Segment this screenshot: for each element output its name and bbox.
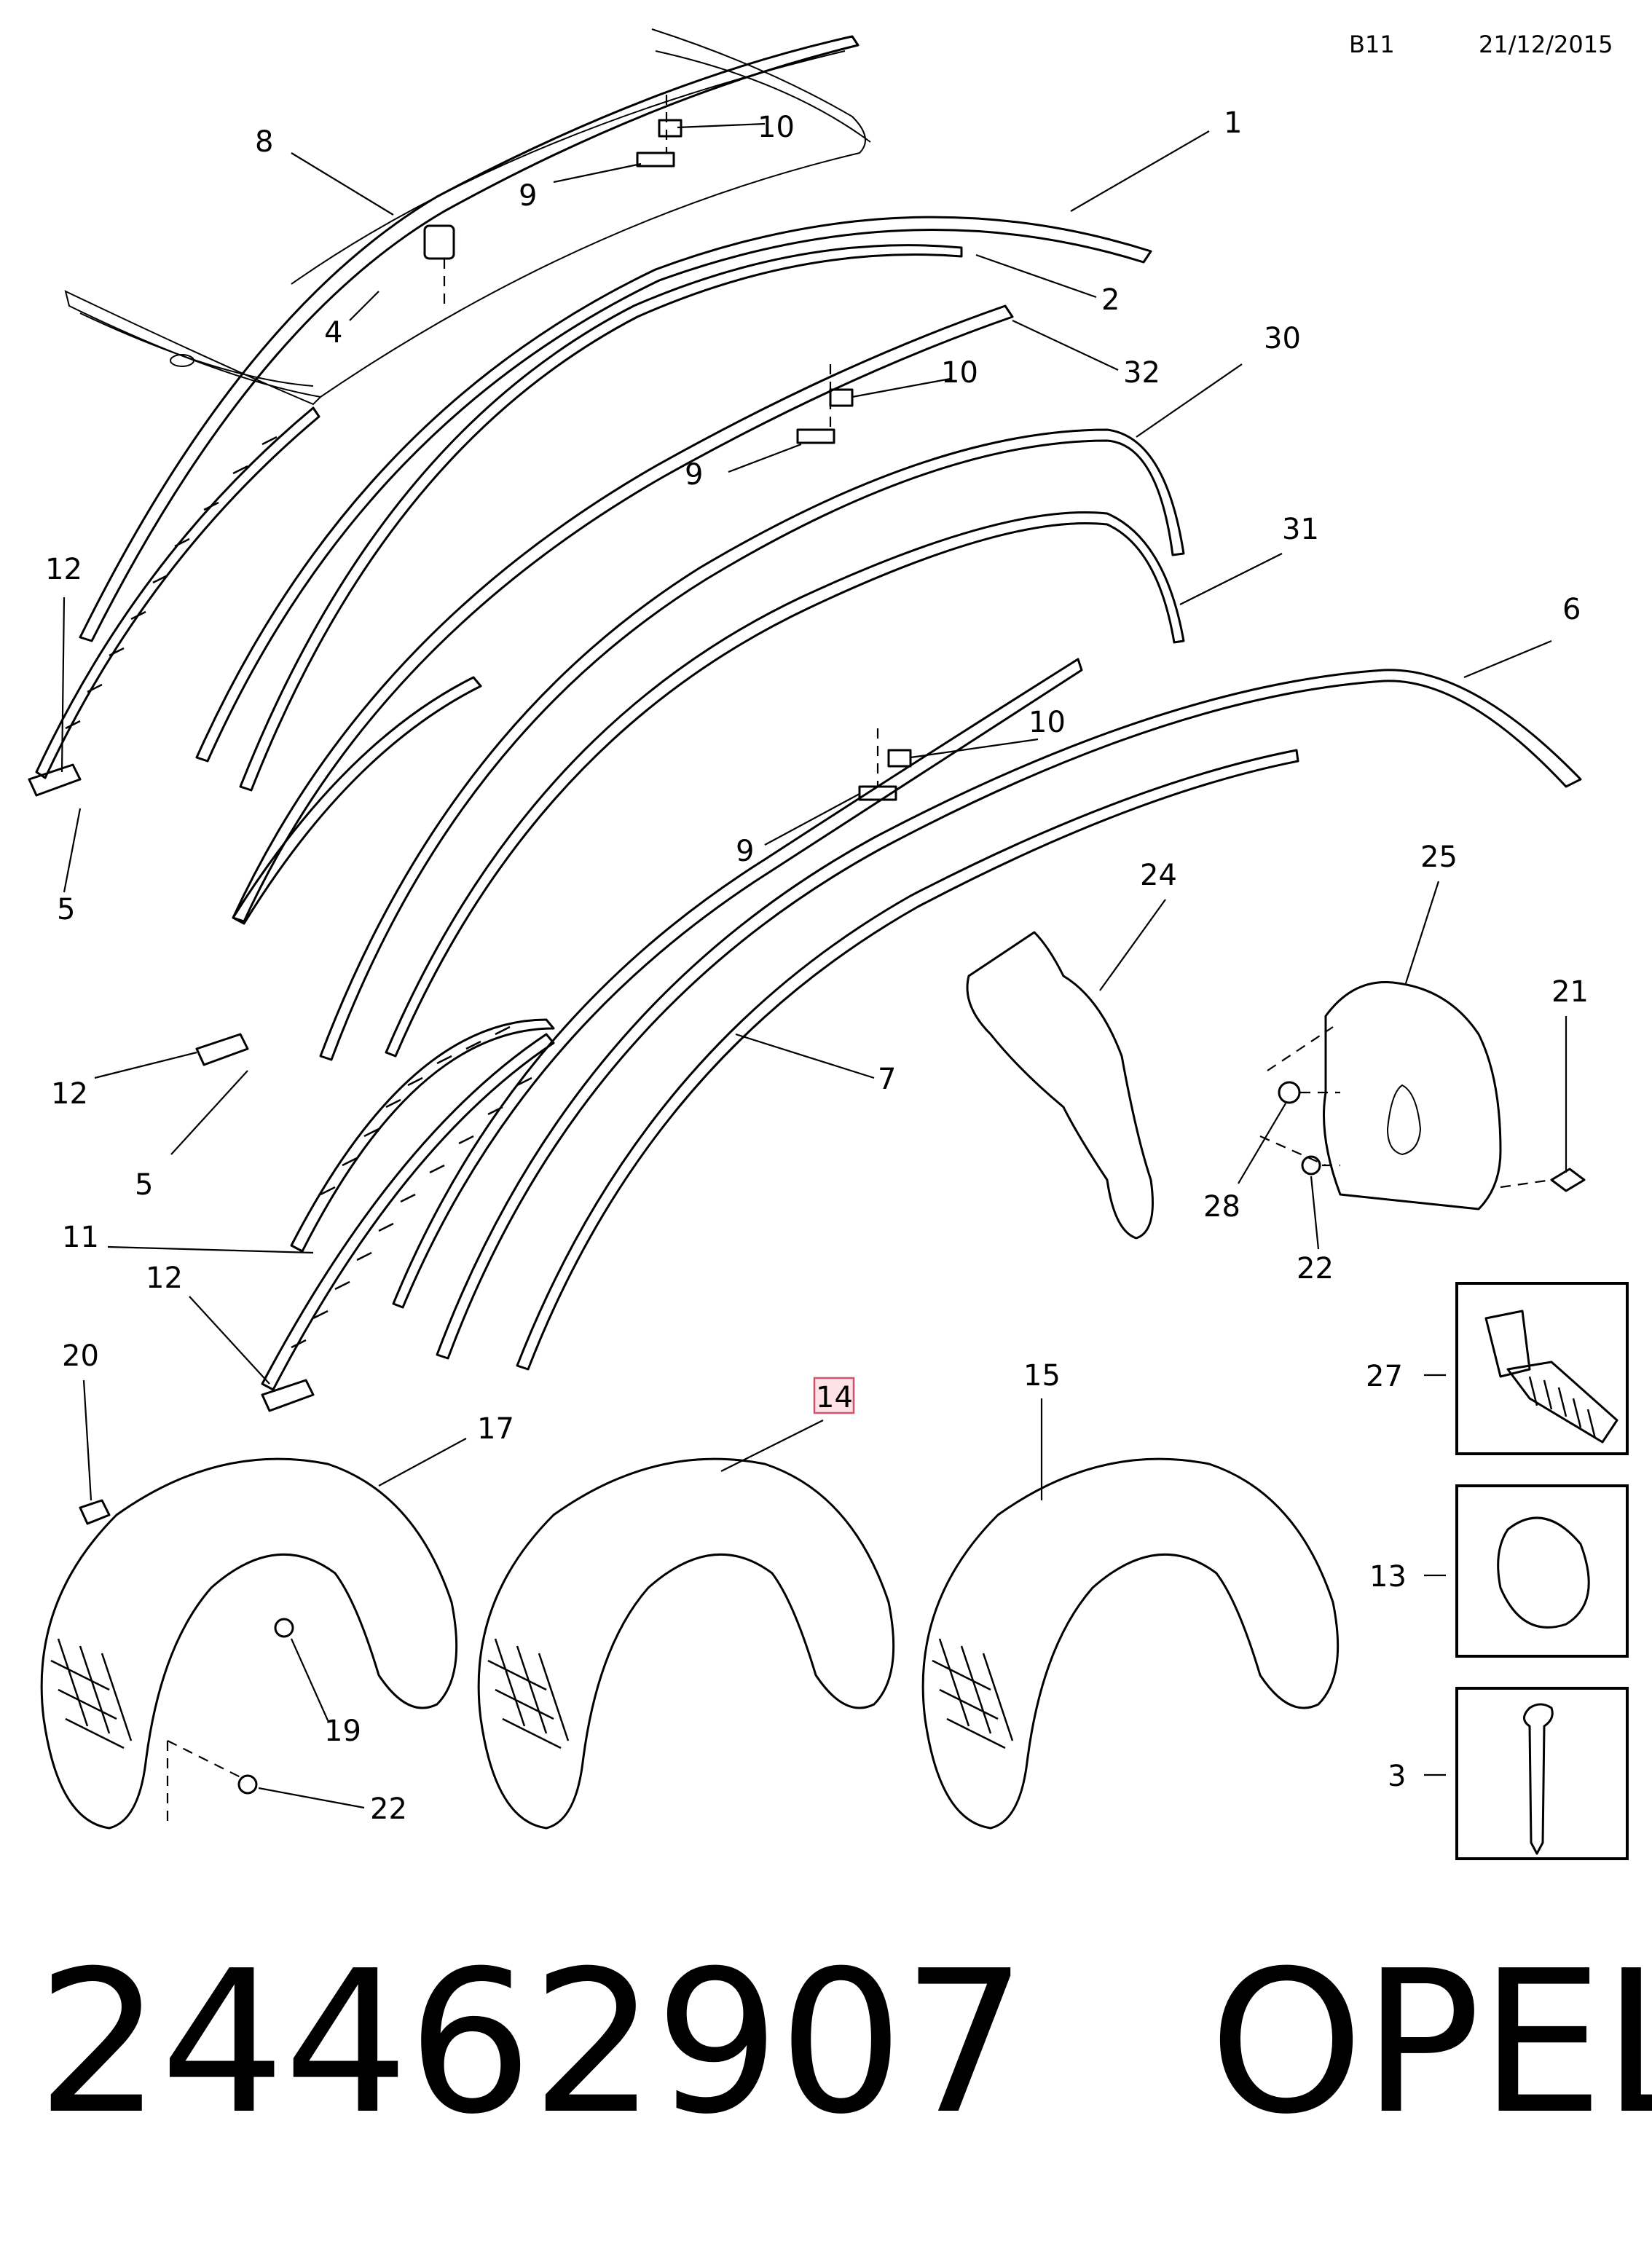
part-number: 24462907 bbox=[36, 1928, 1027, 2157]
leader-lines bbox=[60, 122, 1568, 1809]
box-part-3 bbox=[1424, 1687, 1629, 1860]
callout-13: 13 bbox=[1369, 1560, 1407, 1594]
box-part-27 bbox=[1424, 1282, 1629, 1455]
callout-5a: 5 bbox=[57, 893, 75, 926]
fasteners-right bbox=[1259, 1026, 1586, 1192]
box-part-13 bbox=[1424, 1484, 1629, 1658]
callout-3: 3 bbox=[1388, 1760, 1406, 1793]
callout-5b: 5 bbox=[135, 1168, 153, 1202]
part-7-moulding bbox=[516, 749, 1299, 1371]
callout-32: 32 bbox=[1123, 356, 1160, 390]
callout-14: 14 bbox=[816, 1381, 853, 1414]
callout-24: 24 bbox=[1140, 859, 1177, 892]
callout-6: 6 bbox=[1562, 593, 1581, 626]
callout-7: 7 bbox=[878, 1063, 896, 1096]
diagram-date: 21/12/2015 bbox=[1479, 31, 1613, 58]
callout-labels: 1 2 32 30 31 6 7 8 9 9 9 10 10 10 4 12 1… bbox=[45, 106, 1589, 1826]
callout-15: 15 bbox=[1023, 1359, 1061, 1393]
callout-12b: 12 bbox=[51, 1077, 88, 1111]
callout-12c: 12 bbox=[146, 1261, 183, 1295]
liner-fasteners bbox=[79, 1499, 294, 1821]
part-25-cover bbox=[1323, 980, 1502, 1210]
part-11-strips bbox=[35, 406, 555, 1391]
callout-4: 4 bbox=[324, 316, 342, 350]
label-spacer bbox=[1026, 1928, 1208, 2157]
brand-name: OPEL bbox=[1208, 1928, 1652, 2157]
callout-22b: 22 bbox=[370, 1792, 407, 1826]
wheel-arch-liner-14 bbox=[477, 1457, 895, 1830]
part-8-roof-moulding bbox=[79, 35, 860, 642]
callout-10a: 10 bbox=[758, 111, 795, 144]
callout-21: 21 bbox=[1551, 975, 1589, 1009]
clip-set-top bbox=[423, 95, 683, 306]
part-number-brand: 24462907 OPEL bbox=[36, 1945, 1652, 2141]
callout-25: 25 bbox=[1420, 840, 1458, 874]
callout-10b: 10 bbox=[941, 356, 978, 390]
callout-14-highlight bbox=[813, 1377, 855, 1414]
callout-22a: 22 bbox=[1297, 1252, 1334, 1286]
callout-10c: 10 bbox=[1028, 706, 1066, 739]
callout-1: 1 bbox=[1224, 106, 1242, 140]
diagram-code: B11 bbox=[1349, 31, 1395, 58]
part-6-moulding bbox=[436, 669, 1582, 1360]
callout-9b: 9 bbox=[685, 458, 703, 492]
part-middle-moulding bbox=[392, 658, 1083, 1309]
callout-28: 28 bbox=[1203, 1190, 1240, 1224]
callout-8: 8 bbox=[255, 125, 273, 159]
part-2-moulding bbox=[239, 244, 963, 792]
callout-11: 11 bbox=[62, 1221, 99, 1254]
callout-12a: 12 bbox=[45, 553, 82, 586]
wheel-arch-liner-15 bbox=[921, 1457, 1340, 1830]
callout-9c: 9 bbox=[736, 835, 754, 868]
callout-19: 19 bbox=[324, 1715, 361, 1748]
end-clips-12 bbox=[28, 763, 315, 1412]
callout-31: 31 bbox=[1282, 513, 1319, 546]
callout-9a: 9 bbox=[519, 179, 537, 213]
callout-2: 2 bbox=[1101, 283, 1120, 317]
callout-20: 20 bbox=[62, 1339, 99, 1373]
roof-outline bbox=[64, 28, 871, 406]
callout-27: 27 bbox=[1366, 1360, 1403, 1393]
part-24-bracket bbox=[966, 931, 1154, 1240]
part-1-moulding bbox=[195, 216, 1152, 763]
clip-set-lower bbox=[858, 728, 912, 801]
callout-17: 17 bbox=[477, 1412, 514, 1446]
part-30-moulding bbox=[319, 428, 1185, 1061]
callout-30: 30 bbox=[1264, 322, 1301, 355]
part-31-moulding bbox=[385, 511, 1185, 1058]
wheel-arch-liner-17 bbox=[40, 1457, 458, 1830]
part-32-moulding bbox=[232, 304, 1014, 923]
clip-set-middle bbox=[796, 364, 854, 444]
